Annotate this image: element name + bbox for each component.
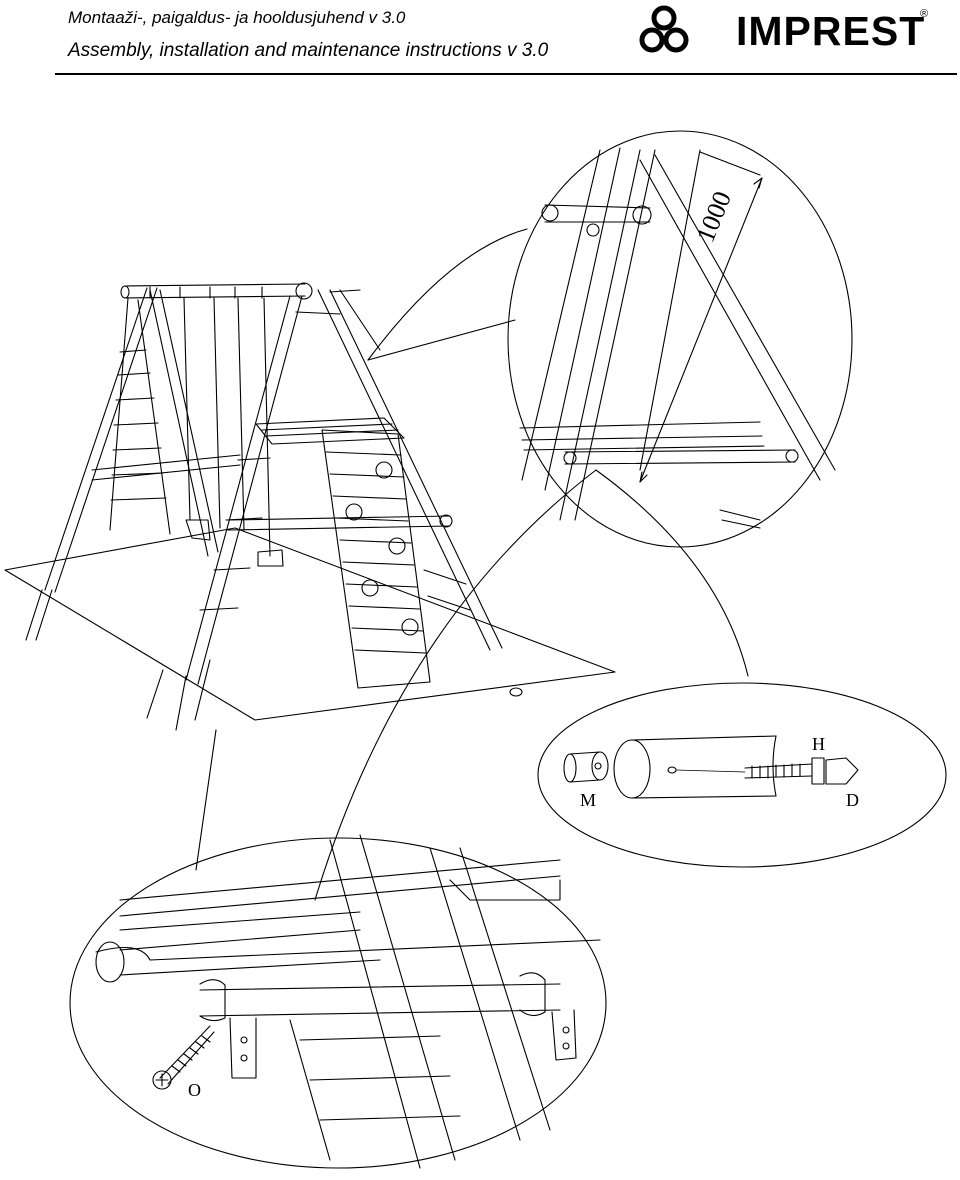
swing-set-illustration xyxy=(4,282,616,731)
label-h: H xyxy=(812,734,825,754)
bolt xyxy=(744,763,813,779)
detail-bracket xyxy=(69,834,607,1169)
ground-sheet xyxy=(4,527,616,721)
dimension-line xyxy=(639,177,763,483)
title-english: Assembly, installation and maintenance i… xyxy=(68,40,549,61)
detail-frame-dimension xyxy=(367,130,853,548)
brand-name: IMPREST xyxy=(736,8,926,54)
label-o: O xyxy=(188,1080,201,1100)
logo-rings-icon xyxy=(639,5,689,53)
title-estonian: Montaaži-, paigaldus- ja hooldusjuhend v… xyxy=(68,8,406,27)
header-rule xyxy=(55,73,957,75)
detail-bolt xyxy=(537,682,947,868)
tube xyxy=(631,735,777,799)
assembly-drawing: 1000 M H D xyxy=(4,130,947,1169)
label-m: M xyxy=(580,790,596,810)
dimension-label: 1000 xyxy=(691,187,737,246)
washer xyxy=(569,751,601,783)
imprest-logo: IMPREST ® xyxy=(636,4,936,58)
page-header: Montaaži-, paigaldus- ja hooldusjuhend v… xyxy=(0,0,960,76)
label-d: D xyxy=(846,790,859,810)
registered-mark: ® xyxy=(920,8,929,20)
climbing-wall xyxy=(321,429,431,689)
screw xyxy=(159,1025,215,1085)
